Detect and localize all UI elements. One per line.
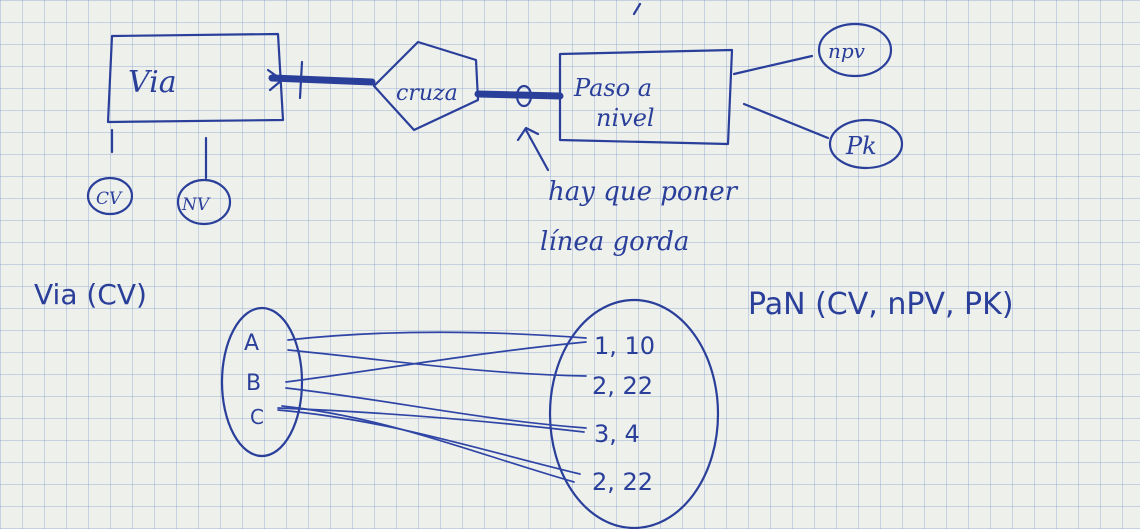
mapping-line — [277, 407, 585, 433]
attr-npv-ellipse — [817, 22, 893, 78]
note-line1: hay que poner — [548, 177, 739, 207]
entity-paso-box — [558, 48, 734, 146]
cruza-paso-connector — [474, 90, 564, 100]
note-line2: línea gorda — [540, 227, 689, 257]
entity-paso-line1: Paso a — [573, 74, 652, 102]
schema-pan: PaN (CV, nPV, PK) — [748, 287, 1014, 322]
relationship-cruza-label: cruza — [396, 81, 458, 106]
via-cruza-connector — [268, 74, 376, 86]
attr-cv-label: CV — [96, 189, 123, 209]
entity-paso-line2: nivel — [596, 104, 655, 132]
right-set-item-2: 2, 22 — [592, 372, 653, 400]
mapping-line — [281, 405, 575, 483]
relationship-cruza-shape — [372, 40, 480, 132]
right-set-item-4: 2, 22 — [592, 468, 653, 496]
mapping-line — [287, 331, 587, 341]
right-set-item-3: 3, 4 — [594, 420, 640, 448]
note-arrow-line — [524, 128, 550, 172]
attr-nv-label: NV — [181, 195, 211, 215]
attr-pk-ellipse — [828, 118, 904, 170]
mapping-line — [277, 409, 581, 475]
attr-npv-line — [732, 54, 814, 76]
note-arrowhead — [516, 126, 540, 142]
mapping-line — [287, 349, 587, 377]
mapping-line — [285, 341, 587, 383]
mapping-line — [285, 387, 587, 429]
left-set-item-c: C — [250, 405, 264, 429]
arrowhead — [266, 68, 284, 92]
cardinality-tick — [298, 60, 304, 100]
entity-via-box — [106, 32, 285, 124]
right-set-item-1: 1, 10 — [594, 332, 655, 360]
left-set-item-b: B — [246, 371, 261, 396]
schema-via: Via (CV) — [34, 278, 147, 311]
attr-npv-label: npv — [828, 39, 866, 63]
left-set-ellipse — [220, 306, 304, 458]
right-set-ellipse — [548, 298, 720, 529]
attr-nv-ellipse — [176, 178, 232, 226]
attr-pk-line — [742, 102, 830, 140]
stray-mark — [632, 2, 642, 16]
cardinality-circle — [515, 84, 533, 108]
left-set-item-a: A — [244, 331, 259, 356]
attr-pk-label: Pk — [845, 132, 877, 160]
attr-cv-ellipse — [86, 176, 134, 216]
entity-via-label: Via — [128, 65, 177, 100]
